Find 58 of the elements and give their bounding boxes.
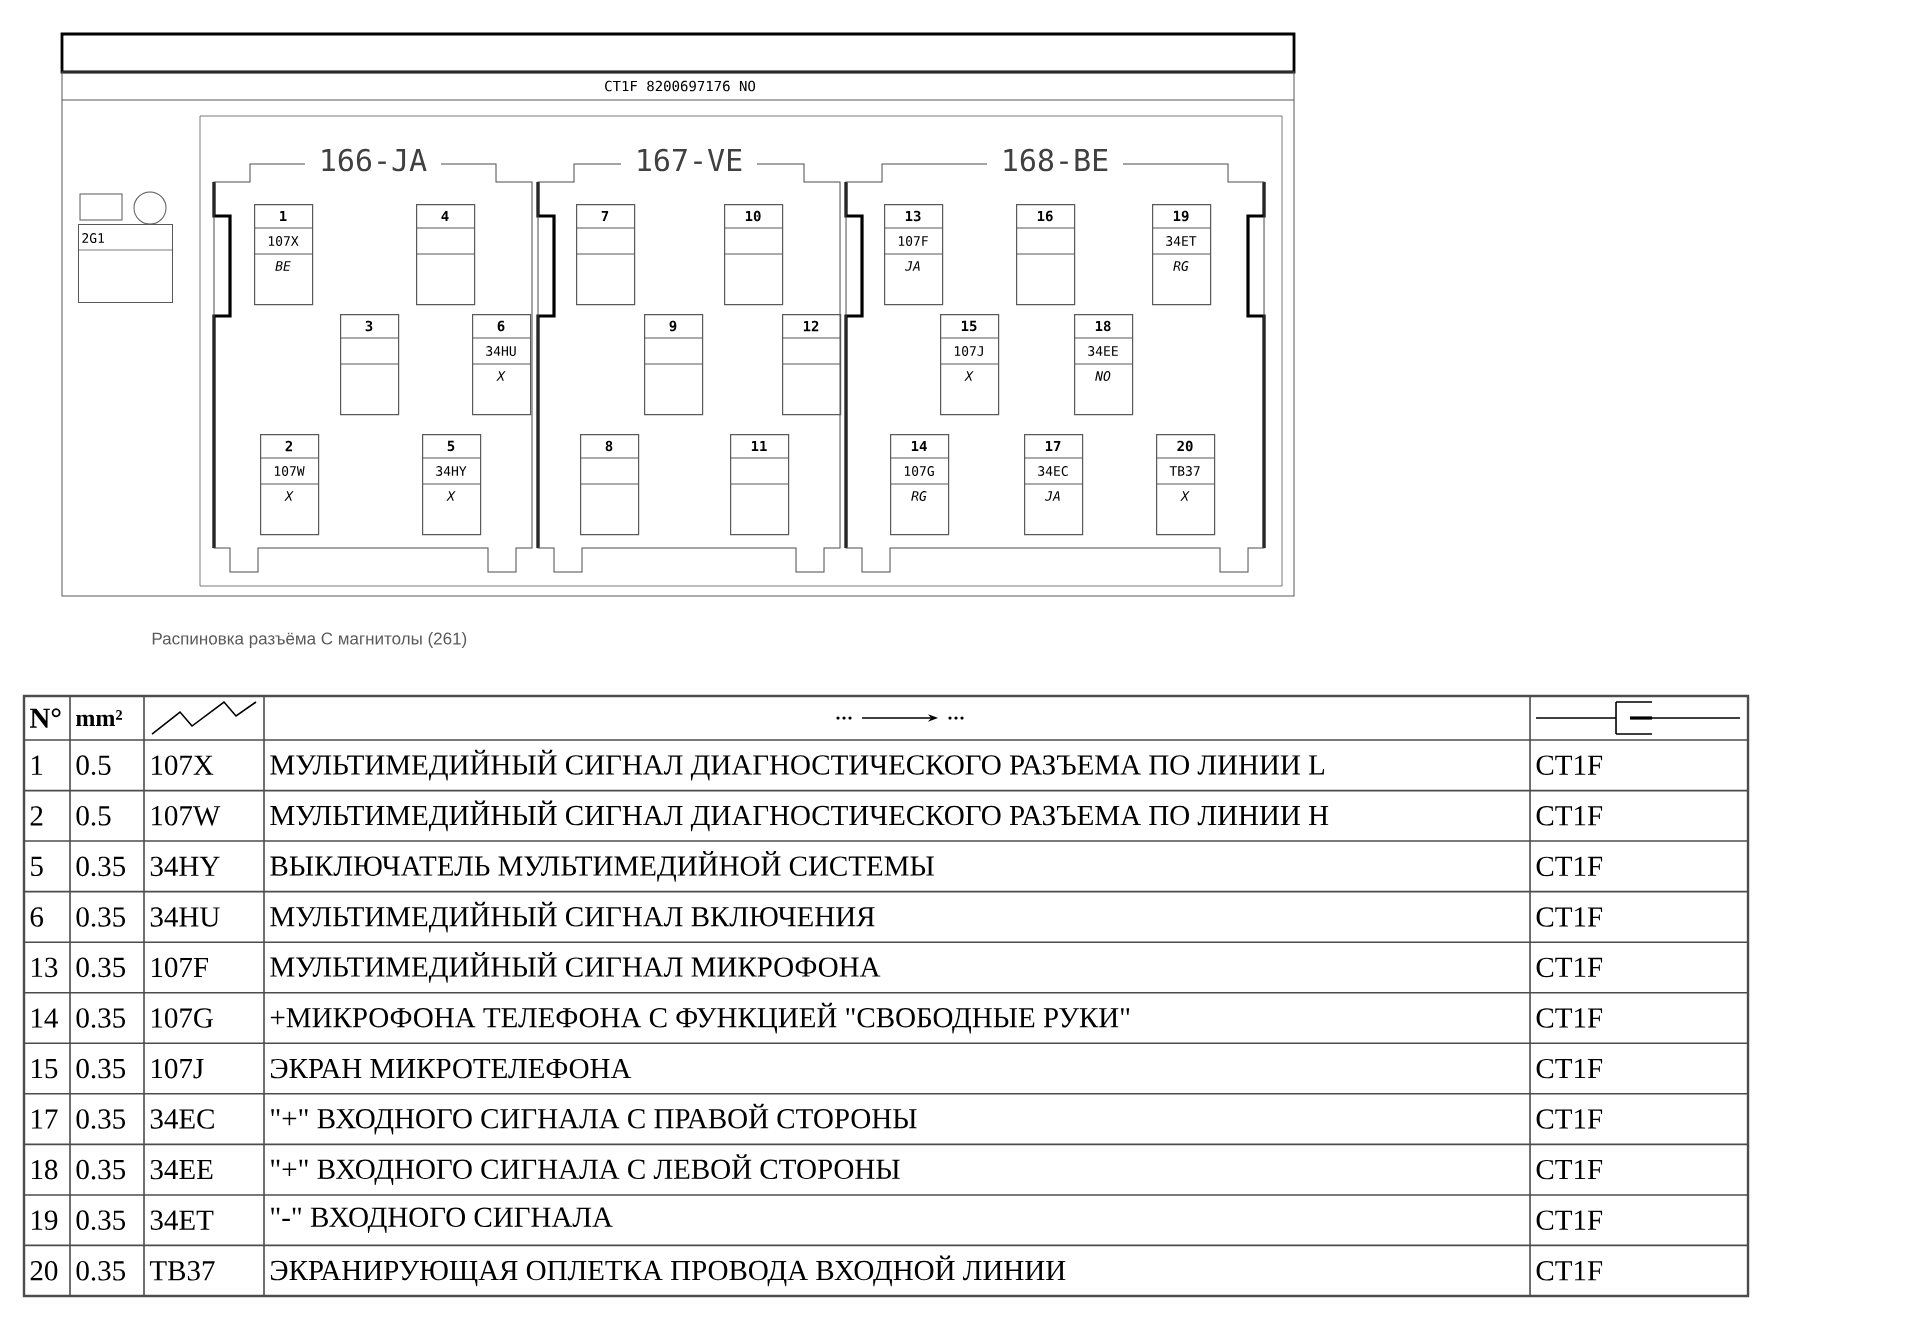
table-cell: 0.35 xyxy=(76,957,125,978)
table-cell: "+" ВХОДНОГО СИГНАЛА С ЛЕВОЙ СТОРОНЫ xyxy=(271,1154,900,1185)
table-cell: 0.35 xyxy=(76,856,125,877)
table-cell: 34HY xyxy=(150,856,220,877)
table-cell: 0.5 xyxy=(76,805,111,826)
table-cell: 34ET xyxy=(150,1210,214,1230)
table-cell: CT1F xyxy=(1536,1261,1603,1281)
table-cell: 0.35 xyxy=(76,1008,125,1028)
table-cell: CT1F xyxy=(1536,856,1603,877)
table-cell: 34EC xyxy=(150,1109,214,1129)
table-cell: 20 xyxy=(30,1261,58,1281)
table-cell: 107J xyxy=(151,1058,204,1079)
table-cell: 34HU xyxy=(150,907,220,927)
table-cell: МУЛЬТИМЕДИЙНЫЙ СИГНАЛ МИКРОФОНА xyxy=(270,952,881,983)
table-cell: 14 xyxy=(31,1008,58,1028)
table-cell: ЭКРАН МИКРОТЕЛЕФОНА xyxy=(271,1058,632,1079)
table-cell: 18 xyxy=(31,1159,58,1180)
table-cell: CT1F xyxy=(1536,907,1603,927)
table-cell: 0.35 xyxy=(76,907,125,927)
column-header: mm² xyxy=(76,710,122,726)
table-cell: CT1F xyxy=(1536,1210,1603,1230)
table-cell: 0.35 xyxy=(76,1210,125,1231)
caption: Распиновка разъёма С магнитолы (261) xyxy=(152,632,467,648)
table-cell: 2 xyxy=(30,806,43,826)
table-cell: 13 xyxy=(31,957,58,978)
table-cell: 107W xyxy=(151,805,221,826)
table-cell: ЭКРАНИРУЮЩАЯ ОПЛЕТКА ПРОВОДА ВХОДНОЙ ЛИНИИ xyxy=(271,1255,1066,1287)
table-cell: 107F xyxy=(151,957,208,978)
table-cell: 5 xyxy=(31,856,43,877)
table-cell: CT1F xyxy=(1536,1008,1603,1028)
table-cell: МУЛЬТИМЕДИЙНЫЙ СИГНАЛ ВКЛЮЧЕНИЯ xyxy=(270,901,875,933)
table-cell: 0.35 xyxy=(76,1058,125,1079)
table-cell: CT1F xyxy=(1536,1109,1603,1129)
table-cell: 34EE xyxy=(150,1159,213,1180)
table-cell: 107X xyxy=(151,755,214,775)
table-cell: 19 xyxy=(31,1210,58,1230)
table-cell: 6 xyxy=(30,907,44,927)
table-cell: CT1F xyxy=(1536,755,1603,775)
table-cell: +МИКРОФОНА ТЕЛЕФОНА С ФУНКЦИЕЙ "СВОБОДНЫЕ РУКИ" xyxy=(270,1002,1130,1034)
table-cell: 0.35 xyxy=(76,1159,125,1180)
table-cell: 17 xyxy=(31,1109,58,1129)
table-cell: 15 xyxy=(31,1058,58,1079)
table-cell: TB37 xyxy=(149,1261,215,1281)
table-cell: "-" ВХОДНОГО СИГНАЛА xyxy=(271,1207,613,1233)
table-cell: "+" ВХОДНОГО СИГНАЛА С ПРАВОЙ СТОРОНЫ xyxy=(271,1103,917,1135)
table-cell: CT1F xyxy=(1536,1159,1603,1180)
table-cell: 0.35 xyxy=(76,1260,125,1281)
table-cell: 1 xyxy=(31,755,43,775)
table-cell: CT1F xyxy=(1536,806,1603,826)
table-cell: CT1F xyxy=(1536,1058,1603,1079)
table-cell: 0.5 xyxy=(76,755,111,776)
table-cell: CT1F xyxy=(1536,957,1603,978)
table-cell: ВЫКЛЮЧАТЕЛЬ МУЛЬТИМЕДИЙНОЙ СИСТЕМЫ xyxy=(270,851,934,882)
table-cell: МУЛЬТИМЕДИЙНЫЙ СИГНАЛ ДИАГНОСТИЧЕСКОГО РАЗЪЕМА ПО ЛИНИИ H xyxy=(270,800,1329,832)
table-cell: МУЛЬТИМЕДИЙНЫЙ СИГНАЛ ДИАГНОСТИЧЕСКОГО РАЗЪЕМА ПО ЛИНИИ L xyxy=(270,749,1325,781)
table-cell: 0.35 xyxy=(76,1109,125,1129)
table-cell: 107G xyxy=(151,1008,213,1028)
column-header: N° xyxy=(29,708,61,728)
